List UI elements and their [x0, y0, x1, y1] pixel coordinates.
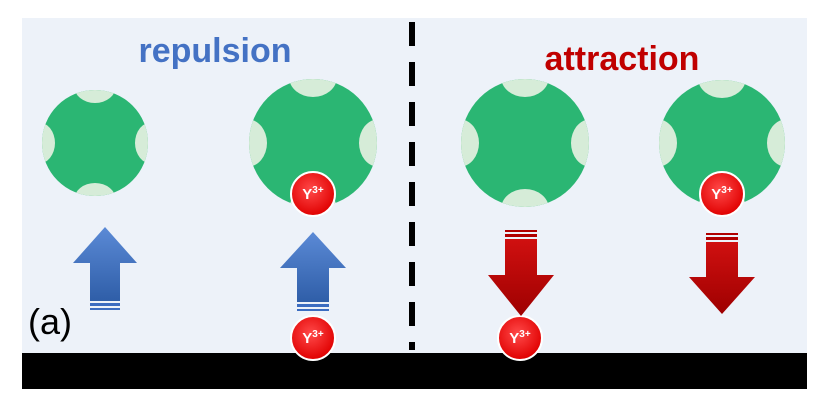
ion-on-particle-2: Y3+ [290, 171, 336, 217]
panel-label: (a) [28, 301, 72, 342]
substrate [22, 353, 807, 389]
particle-2 [249, 79, 377, 207]
arrow-up-icon [73, 227, 137, 310]
particle-3 [461, 79, 589, 207]
ion-at-substrate-right: Y3+ [497, 315, 543, 361]
svg-text:Y3+: Y3+ [711, 185, 733, 203]
svg-text:Y3+: Y3+ [509, 329, 531, 347]
arrow-up-icon [280, 232, 346, 311]
right-title: attraction [545, 40, 700, 78]
svg-text:Y3+: Y3+ [302, 329, 324, 347]
ion-on-particle-4: Y3+ [699, 171, 745, 217]
ion-at-substrate-left: Y3+ [290, 315, 336, 361]
svg-text:Y3+: Y3+ [302, 185, 324, 203]
left-title: repulsion [138, 32, 291, 70]
arrow-down-icon [689, 233, 755, 314]
particle-1 [42, 90, 148, 196]
arrow-down-icon [488, 230, 554, 316]
